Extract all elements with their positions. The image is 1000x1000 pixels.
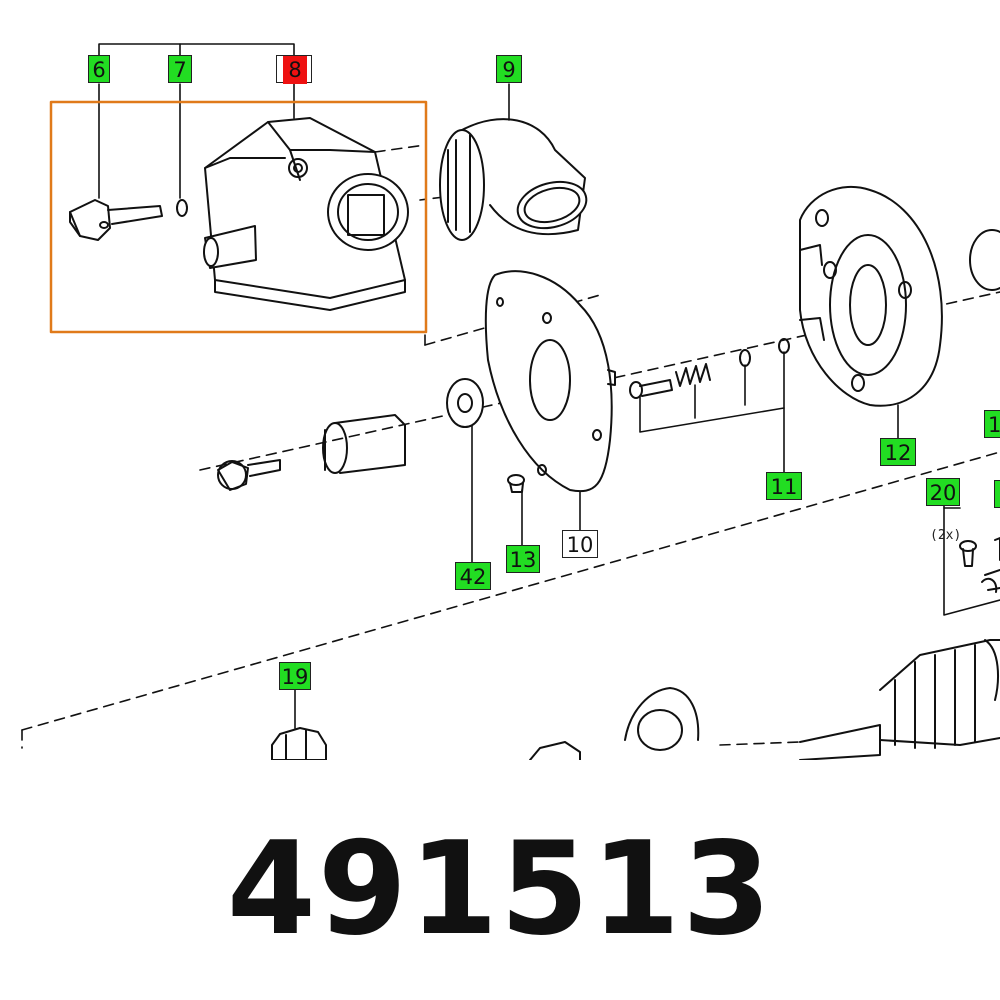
callout-11[interactable]: 11 — [766, 472, 802, 500]
callout-20-label: 20 — [929, 481, 957, 505]
brush-holder-part-19 — [271, 727, 327, 760]
callout-19-label: 19 — [281, 665, 309, 689]
callout-12-label: 12 — [884, 441, 912, 465]
callout-1-cropped[interactable]: 1 — [984, 410, 1000, 438]
callout-19[interactable]: 19 — [279, 662, 311, 690]
bracket-part-20 — [959, 537, 1000, 593]
callout-6[interactable]: 6 — [88, 55, 110, 83]
callout-8-label: 8 — [283, 56, 307, 84]
callout-1a-label: 1 — [988, 413, 1000, 437]
diagram-drawing — [21, 43, 1000, 760]
callout-20[interactable]: 20 — [926, 478, 960, 506]
callout-11-label: 11 — [770, 475, 798, 499]
quantity-note: (2x) — [930, 528, 962, 543]
lower-parts — [529, 639, 1000, 760]
highlight-frame — [49, 100, 428, 334]
callout-13-label: 13 — [509, 548, 537, 572]
spring-assembly-part-11 — [629, 338, 790, 399]
part-number: 491513 — [226, 815, 774, 964]
callout-42[interactable]: 42 — [455, 562, 491, 590]
callout-7[interactable]: 7 — [168, 55, 192, 83]
knob-part-6 — [69, 199, 163, 241]
flange-part-12 — [799, 185, 943, 407]
leader-lines — [98, 43, 1000, 729]
callout-6-label: 6 — [92, 58, 106, 82]
callout-10-label: 10 — [566, 533, 594, 557]
callout-10[interactable]: 10 — [562, 530, 598, 558]
washer-part-42 — [446, 378, 484, 428]
o-ring — [969, 229, 1000, 291]
base-plate-part-10 — [484, 270, 616, 493]
callout-9[interactable]: 9 — [496, 55, 522, 83]
exploded-parts-diagram: 6 7 8 9 10 11 12 13 19 20 42 1 1 (2x) — [21, 43, 1000, 760]
screw-part-13 — [507, 474, 525, 493]
callout-8[interactable]: 8 — [276, 55, 312, 84]
elbow-connector-part-9 — [439, 118, 588, 241]
spindle-parts — [217, 414, 406, 491]
nozzle-housing-part-8 — [203, 117, 409, 311]
callout-9-label: 9 — [502, 58, 516, 82]
callout-7-label: 7 — [173, 58, 187, 82]
washer-part-7 — [176, 199, 188, 217]
callout-12[interactable]: 12 — [880, 438, 916, 466]
callout-13[interactable]: 13 — [506, 545, 540, 573]
callout-cropped-right[interactable]: 1 — [994, 480, 1000, 508]
callout-42-label: 42 — [459, 565, 487, 589]
